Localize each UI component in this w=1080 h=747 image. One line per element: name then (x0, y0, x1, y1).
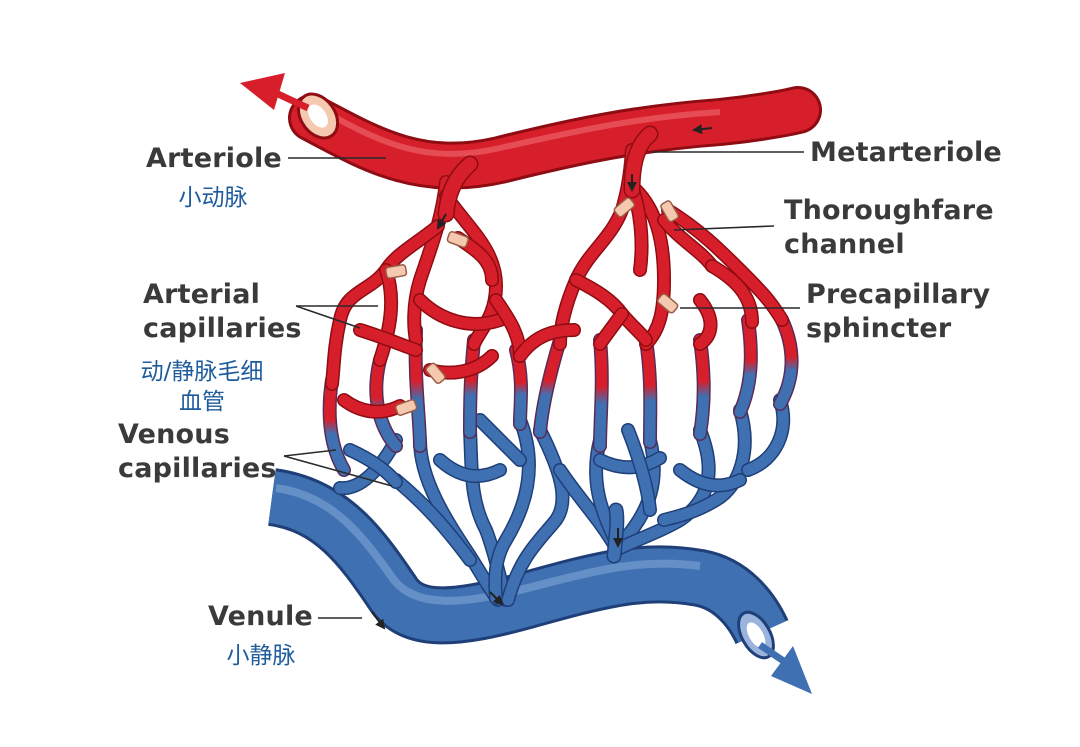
venule-chinese-label: 小静脉 (226, 643, 296, 669)
arterial-capillary (338, 394, 406, 418)
venous-capillary (344, 444, 402, 488)
metarteriole-branch (625, 127, 657, 197)
transitional-capillary (734, 314, 757, 418)
arterial-capillary (490, 294, 526, 362)
arterial-capillary (326, 220, 444, 390)
venous-capillary (594, 452, 666, 473)
leader-lines (283, 151, 804, 619)
arterial-capillary (630, 184, 670, 350)
transitional-capillary (774, 314, 797, 410)
venous-capillary (674, 464, 746, 491)
metarteriole-label: Metarteriole (810, 137, 1002, 168)
venous-capillaries-label-line2: capillaries (118, 453, 277, 484)
arteriole-branch (439, 157, 477, 221)
precapillary-sphincter-rings (385, 197, 679, 416)
capillaries-chinese-label-line2: 血管 (179, 389, 225, 415)
precapillary-sphincter-label-line1: Precapillary (806, 279, 991, 310)
venous-capillary (390, 474, 476, 566)
venous-capillary (474, 414, 526, 466)
venous-capillary (658, 404, 751, 526)
transitional-capillary (464, 334, 480, 438)
arteriole-label: Arteriole (146, 143, 282, 174)
transitional-capillary (594, 334, 608, 452)
arteriole-inflow-arrow (240, 73, 310, 112)
venule-label: Venule (208, 601, 313, 632)
arterial-capillary (374, 264, 397, 366)
arterial-capillary (414, 294, 506, 330)
flow-direction-arrows (371, 124, 713, 630)
venous-capillaries-label-line1: Venous (118, 419, 230, 450)
venous-capillary (502, 424, 568, 606)
thoroughfare-channel-label-line1: Thoroughfare (784, 195, 994, 226)
arterial-capillary (694, 294, 716, 350)
venule-tributary (608, 504, 623, 562)
arterial-capillary (594, 308, 628, 350)
transitional-capillary (324, 374, 350, 476)
arterial-capillary (706, 260, 758, 328)
arterial-capillary (662, 204, 788, 326)
thoroughfare-channel-label-line2: channel (784, 229, 905, 260)
arterial-capillary (514, 324, 580, 362)
venous-capillary (434, 454, 506, 482)
capillaries-chinese-label-line1: 动/静脉毛细 (140, 359, 264, 385)
transitional-capillary (640, 334, 656, 448)
arteriole-chinese-label: 小动脉 (178, 185, 248, 211)
transitional-capillary (534, 334, 566, 438)
arterial-capillaries-label-line1: Arterial (143, 279, 261, 310)
arterial-capillary (626, 180, 648, 276)
arterial-capillary (354, 324, 422, 356)
arteriole-vessel (288, 86, 822, 190)
precapillary-sphincter-label-line2: sphincter (806, 313, 952, 344)
venule-vessel (266, 468, 789, 660)
arterial-capillaries-label-line2: capillaries (143, 313, 302, 344)
venous-capillary (622, 424, 656, 516)
capillary-network (322, 125, 799, 607)
venous-capillary (489, 414, 535, 604)
venule-outflow-arrow (758, 642, 812, 694)
transitional-capillary (694, 334, 710, 440)
